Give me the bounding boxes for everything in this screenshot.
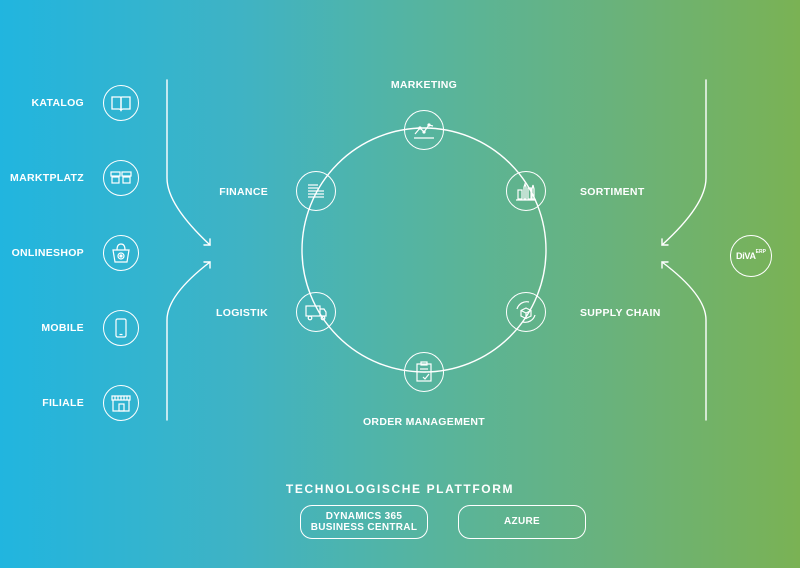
market-stalls-icon [103,160,139,196]
right-arrow-bottom-line [661,261,707,421]
trend-chart-icon [404,110,444,150]
truck-icon [296,292,336,332]
platform-dynamics-pill: DYNAMICS 365 BUSINESS CENTRAL [300,505,428,539]
cycle-label-order-management: ORDER MANAGEMENT [362,416,486,428]
cycle-ring [301,127,547,373]
channel-label-mobile: MOBILE [41,322,84,334]
channel-label-onlineshop: ONLINESHOP [11,247,84,259]
clipboard-check-icon [404,352,444,392]
platform-azure-label: AZURE [504,516,540,528]
cycle-label-logistik: LOGISTIK [216,307,268,319]
channel-label-katalog: KATALOG [31,97,84,109]
platform-azure-pill: AZURE [458,505,586,539]
cycle-label-finance: FINANCE [219,186,268,198]
bottles-icon [506,171,546,211]
platform-dynamics-line1: DYNAMICS 365 [325,510,403,522]
book-icon [103,85,139,121]
cycle-label-sortiment: SORTIMENT [580,186,645,198]
diva-logo-text: DiVA [736,251,756,261]
ledger-icon [296,171,336,211]
cycle-label-marketing: MARKETING [390,79,458,91]
left-arrow-top-head [203,238,211,246]
right-arrow-top-line [661,79,707,246]
left-arrow-bottom-line [166,261,211,421]
left-arrow-top-line [166,79,211,246]
platform-dynamics-line2: BUSINESS CENTRAL [310,522,418,533]
box-cycle-icon [506,292,546,332]
shopping-bag-icon [103,235,139,271]
channel-label-marktplatz: MARKTPLATZ [10,172,84,184]
cycle-label-supply-chain: SUPPLY CHAIN [580,307,661,319]
platform-title: TECHNOLOGISCHE PLATTFORM [285,482,515,496]
diva-logo-suffix: ERP [755,249,766,255]
channel-label-filiale: FILIALE [42,397,84,409]
right-arrow-bottom-head [661,261,669,269]
left-arrow-bottom-head [203,261,211,269]
smartphone-icon [103,310,139,346]
right-arrow-top-head [661,238,669,246]
storefront-icon [103,385,139,421]
